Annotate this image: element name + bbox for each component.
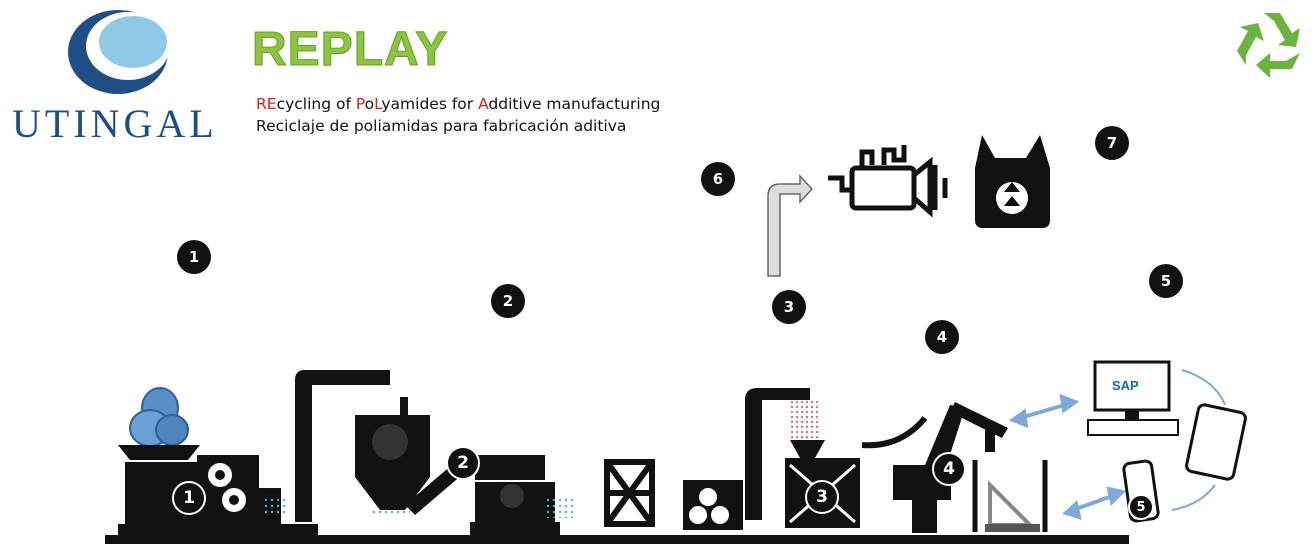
subtitle-highlight: P — [355, 95, 365, 113]
step-badge-4: 4 — [925, 320, 959, 354]
device-sync-arrow — [1171, 484, 1216, 511]
extruded-part-icon — [828, 145, 948, 218]
machine-step-1: 1 — [172, 481, 206, 515]
step-badge-6: 6 — [701, 162, 735, 196]
machine-step-4: 4 — [932, 452, 966, 486]
recycling-bag-icon — [975, 135, 1050, 228]
subtitle-spanish: Reciclaje de poliamidas para fabricación… — [256, 117, 627, 135]
subtitle-highlight: RE — [256, 95, 277, 113]
crate-frames — [604, 459, 655, 527]
page-title: REPLAY — [251, 23, 449, 77]
device-sync-arrow — [1181, 369, 1226, 406]
data-sync-arrows — [1008, 393, 1126, 520]
logo-text: UTINGAL — [12, 101, 218, 146]
3d-printer — [972, 460, 1048, 532]
subtitle-text: cycling of — [276, 95, 356, 113]
output-arrow — [767, 174, 814, 277]
ground-line — [105, 535, 1129, 544]
machine-step-5: 5 — [1128, 494, 1154, 520]
gear-icon — [206, 461, 248, 514]
subtitle-text: dditive manufacturing — [488, 95, 661, 113]
subtitle-english: REcycling of PoLyamides for Additive man… — [256, 95, 660, 113]
step-badge-3: 3 — [772, 290, 806, 324]
step-badge-1: 1 — [177, 240, 211, 274]
machine-step-2: 2 — [446, 446, 480, 480]
step-badge-5: 5 — [1149, 264, 1183, 298]
step-badge-7: 7 — [1095, 126, 1129, 160]
step-badge-2: 2 — [491, 284, 525, 318]
sap-logo: SAP — [1112, 378, 1139, 393]
silo-machine — [295, 370, 575, 535]
subtitle-highlight: A — [478, 95, 489, 113]
tablet-device — [1185, 403, 1247, 481]
subtitle-highlight: L — [374, 95, 382, 113]
desktop-computer — [1087, 360, 1179, 436]
subtitle-text: yamides for — [381, 95, 479, 113]
machine-step-3: 3 — [805, 480, 839, 514]
subtitle-text: o — [364, 95, 375, 113]
gear-icon — [687, 486, 731, 526]
